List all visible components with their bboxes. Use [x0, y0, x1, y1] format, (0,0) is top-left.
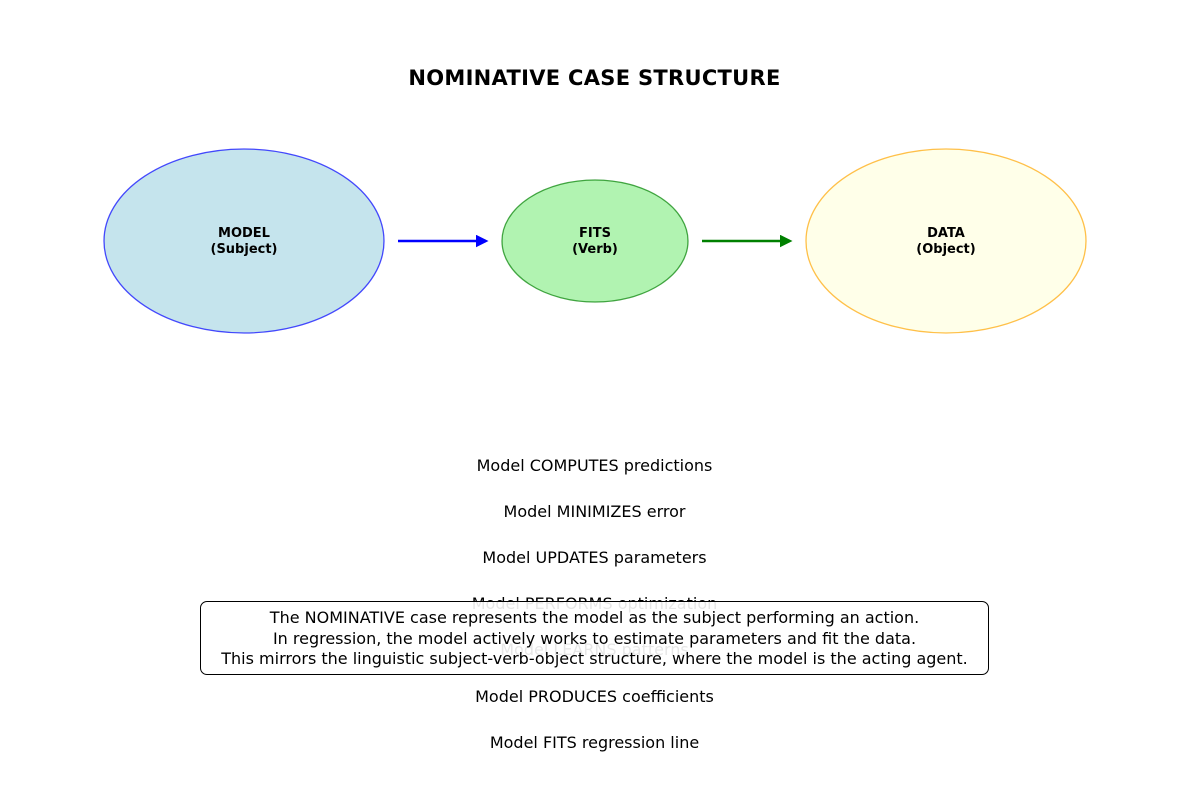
action-item: Model FITS regression line	[489, 733, 700, 752]
node-object: DATA (Object)	[805, 148, 1087, 334]
explanation-note: The NOMINATIVE case represents the model…	[200, 601, 989, 675]
verb-label: FITS	[579, 226, 611, 241]
subject-role-label: (Subject)	[211, 242, 278, 257]
object-role-label: (Object)	[916, 242, 975, 257]
svo-flow-diagram: MODEL (Subject) FITS (Verb) DATA (Object…	[103, 148, 1087, 334]
action-item: Model COMPUTES predictions	[476, 456, 713, 475]
note-line: The NOMINATIVE case represents the model…	[269, 608, 920, 627]
verb-ellipse	[501, 179, 689, 303]
note-line: This mirrors the linguistic subject-verb…	[221, 649, 968, 668]
subject-ellipse	[103, 148, 385, 334]
note-line: In regression, the model actively works …	[272, 628, 917, 648]
action-item: Model UPDATES parameters	[482, 548, 707, 567]
object-label: DATA	[927, 226, 965, 241]
object-ellipse	[805, 148, 1087, 334]
node-subject: MODEL (Subject)	[103, 148, 385, 334]
diagram-title: NOMINATIVE CASE STRUCTURE	[408, 66, 781, 90]
verb-role-label: (Verb)	[572, 242, 618, 257]
action-item: Model PRODUCES coefficients	[475, 687, 714, 706]
action-item: Model MINIMIZES error	[503, 502, 686, 521]
node-verb: FITS (Verb)	[501, 179, 689, 303]
subject-label: MODEL	[218, 226, 270, 241]
